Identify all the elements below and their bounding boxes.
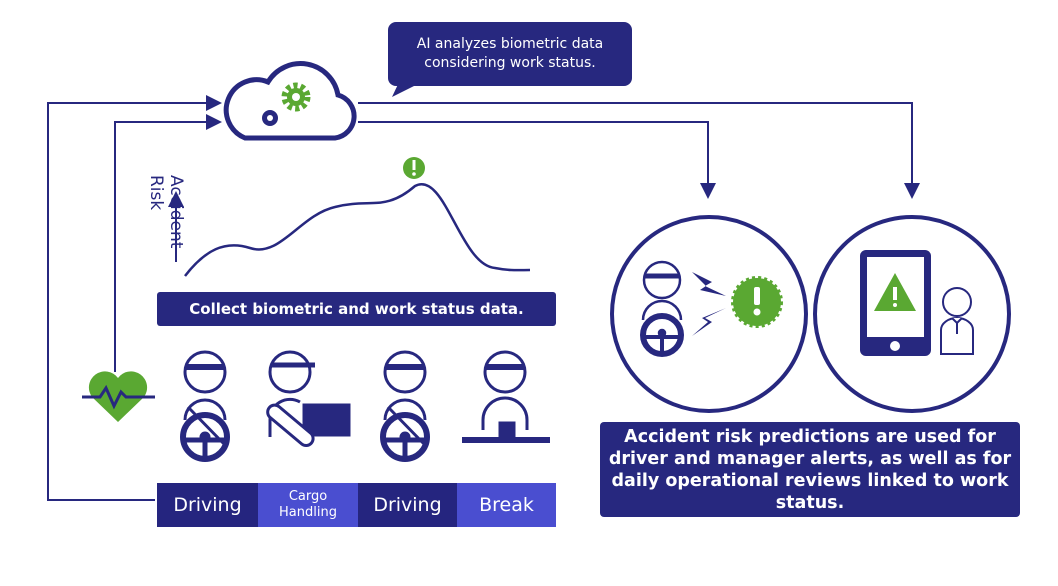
driver-icon [380,350,430,462]
manager-alert-circle [813,215,1011,413]
warning-badge-icon [403,157,425,179]
output-arrow-driver [358,121,716,199]
status-segment-driving: Driving [358,483,457,527]
alert-badge-icon [731,276,783,328]
status-segment-break: Break [457,483,556,527]
break-worker-icon [462,350,550,443]
feedback-arrow-inner [114,114,222,372]
ai-analysis-callout: AI analyzes biometric data considering w… [388,22,632,86]
gear-icon [281,82,311,112]
driver-icon [180,350,230,462]
collect-data-banner: Collect biometric and work status data. [157,292,556,326]
risk-curve [184,182,531,277]
lightning-icon [692,308,726,336]
feedback-arrow-outer [47,95,222,501]
alerted-driver-icon [640,260,684,357]
heart-rate-icon [82,371,155,422]
driver-alert-circle [610,215,808,413]
result-description-box: Accident risk predictions are used for d… [600,422,1020,517]
accident-risk-axis-label: Accident Risk [146,175,186,249]
tablet-icon [860,250,931,356]
cargo-worker-icon [266,350,351,447]
manager-icon [940,287,974,355]
status-segment-cargo-handling: Cargo Handling [258,483,358,527]
lightning-icon [692,272,726,296]
output-arrow-manager [358,102,920,199]
status-segment-driving: Driving [157,483,258,527]
cloud-ai-icon [223,61,357,141]
